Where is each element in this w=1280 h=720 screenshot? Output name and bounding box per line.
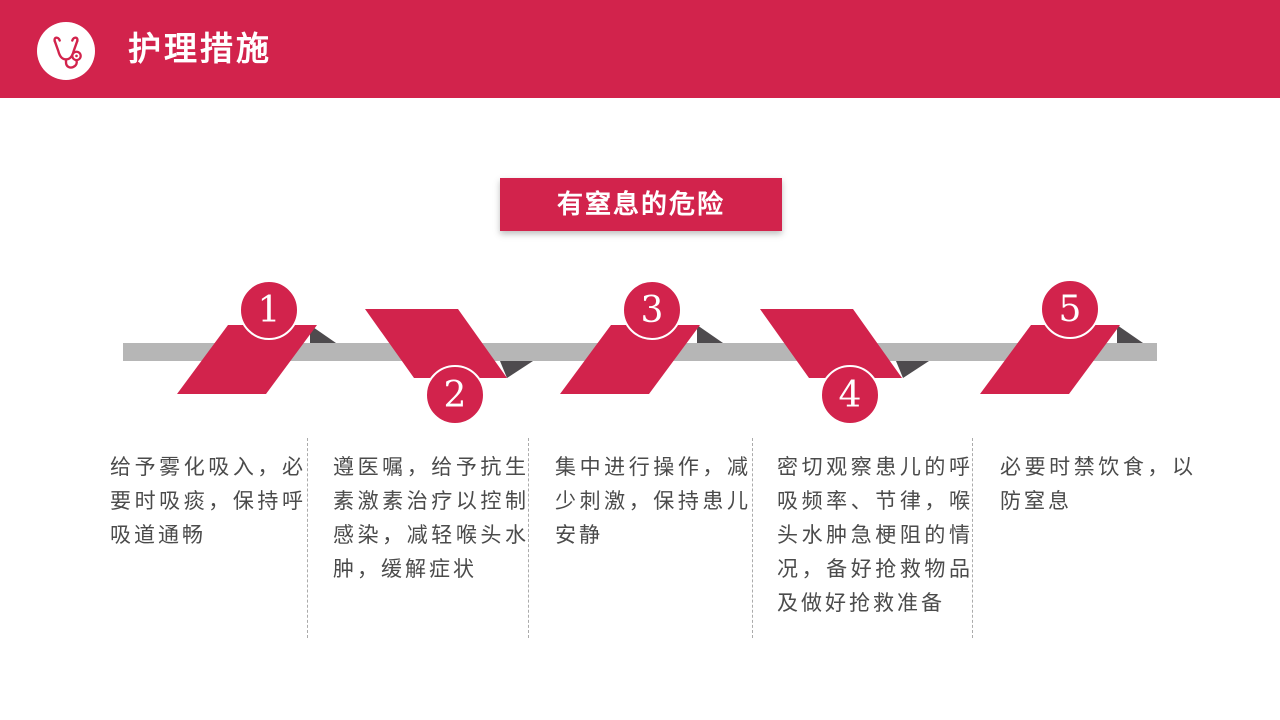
step-text-5: 必要时禁饮食，以防窒息: [1000, 455, 1196, 513]
page-title: 护理措施: [128, 30, 272, 67]
step-text-3: 集中进行操作，减少刺激，保持患儿安静: [555, 455, 751, 547]
step-fold-4: [896, 361, 929, 378]
stethoscope-icon: [53, 36, 82, 69]
column-divider-3: [752, 438, 753, 638]
column-divider-2: [528, 438, 529, 638]
step-fold-5: [1117, 325, 1143, 343]
step-number-2: 2: [443, 374, 467, 416]
step-number-badge-2: 2: [425, 365, 485, 425]
step-number-3: 3: [640, 289, 664, 331]
step-number-badge-4: 4: [820, 365, 880, 425]
banner-label: 有窒息的危险: [556, 190, 725, 219]
step-number-5: 5: [1058, 288, 1082, 330]
step-text-4: 密切观察患儿的呼吸频率、节律，喉头水肿急梗阻的情况，备好抢救物品及做好抢救准备: [777, 455, 973, 615]
section-banner: 有窒息的危险: [500, 178, 782, 231]
step-text-2: 遵医嘱，给予抗生素激素治疗以控制感染，减轻喉头水肿，缓解症状: [333, 455, 529, 581]
step-number-badge-3: 3: [622, 280, 682, 340]
stethoscope-badge: [37, 22, 95, 80]
step-number-4: 4: [838, 374, 862, 416]
step-number-1: 1: [257, 289, 281, 331]
step-text-1: 给予雾化吸入，必要时吸痰，保持呼吸道通畅: [110, 455, 306, 547]
column-divider-4: [972, 438, 973, 638]
step-number-badge-1: 1: [239, 280, 299, 340]
step-fold-3: [697, 325, 723, 343]
step-number-badge-5: 5: [1040, 279, 1100, 339]
column-divider-1: [307, 438, 308, 638]
header-bar: 护理措施: [0, 0, 1280, 98]
